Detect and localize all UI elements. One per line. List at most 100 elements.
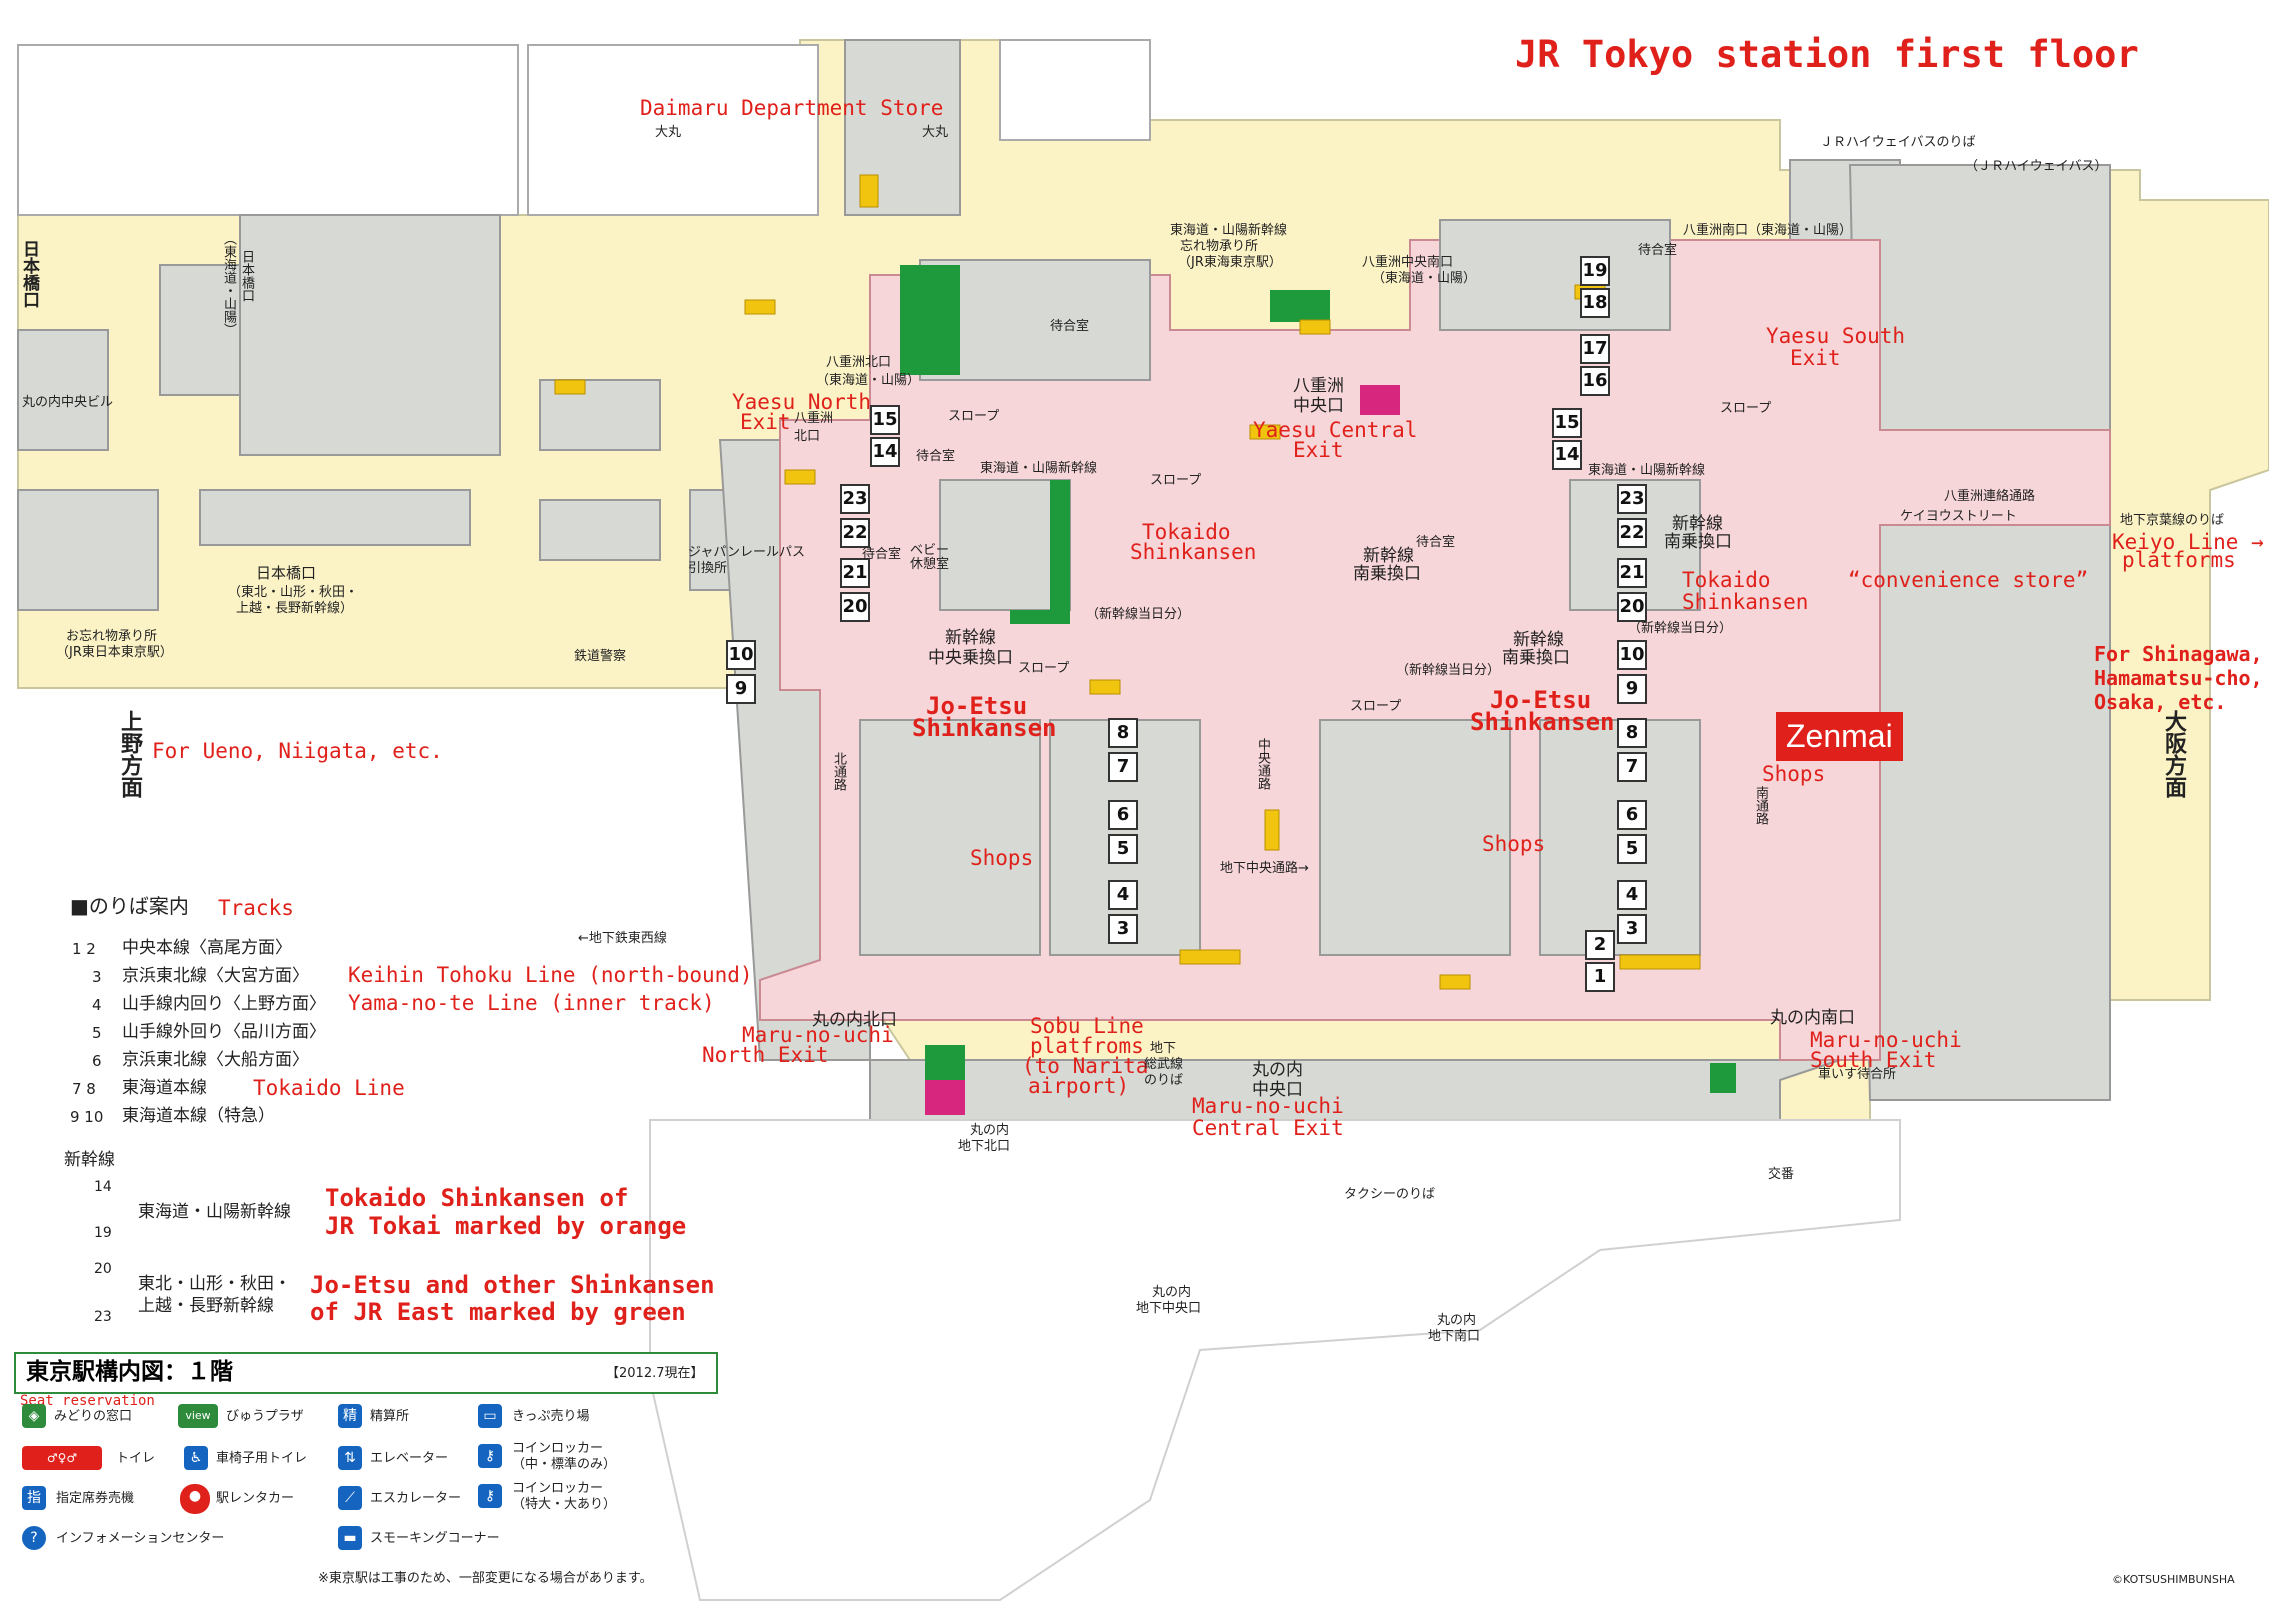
label-keiyo-line: platforms — [2122, 548, 2236, 572]
label-yaesu-north-exit: Yaesu North — [732, 390, 872, 414]
track-number: 7 — [1617, 752, 1647, 782]
jp-label: 丸の内 — [1252, 1060, 1303, 1080]
building-block — [159, 264, 246, 396]
legend-title-box: 東京駅構内図：１階 【2012.7現在】 — [14, 1352, 718, 1394]
copyright: ©KOTSUSHIMBUNSHA — [2112, 1573, 2235, 1586]
jp-label: 交番 — [1768, 1167, 1795, 1182]
joetsu-green-zone — [1270, 290, 1330, 322]
track-guide-num: 19 — [94, 1225, 112, 1241]
jp-label: 地下京葉線のりば — [2120, 513, 2225, 528]
jp-label: 地下北口 — [958, 1139, 1011, 1154]
jp-label: ジャパンレールパス — [688, 545, 806, 560]
jp-label: 東海道・山陽新幹線 — [980, 461, 1098, 476]
jp-label: ケイヨウストリート — [1900, 509, 2017, 524]
legend-label: コインロッカー — [512, 1481, 604, 1496]
label-yaesu-south-exit: Yaesu South — [1766, 324, 1906, 348]
jp-label: のりば — [1144, 1073, 1184, 1088]
jp-label: 丸の内北口 — [812, 1010, 897, 1030]
label-yaesu-north-exit: Exit — [740, 410, 791, 434]
building-block — [539, 499, 661, 561]
track-number: 15 — [870, 405, 900, 435]
jp-label: 待合室 — [916, 449, 956, 464]
label-shops: Shops — [1762, 762, 1826, 786]
track-number: 9 — [726, 674, 756, 704]
exit-green-block — [1710, 1063, 1736, 1093]
jp-label: タクシーのりば — [1344, 1187, 1436, 1202]
label-tokaido-shinkansen: Tokaido — [1682, 568, 1771, 592]
track-guide-row: 東海道本線（特急） — [122, 1106, 275, 1126]
legend-label: （中・標準のみ） — [512, 1457, 617, 1472]
jp-label: 南乗換口 — [1353, 564, 1421, 584]
jp-label: お忘れ物承り所 — [66, 629, 158, 644]
track-guide-row: 山手線外回り〈品川方面〉 — [122, 1022, 326, 1042]
jp-label: 東海道・山陽新幹線 — [1588, 463, 1706, 478]
label-tokaido-shinkansen: Shinkansen — [1682, 590, 1809, 614]
label-marunouchi-south-exit: Maru-no-uchi — [1810, 1028, 1962, 1052]
track-guide-row: 京浜東北線〈大船方面〉 — [122, 1050, 309, 1070]
label-sobu-line: airport) — [1028, 1074, 1130, 1098]
label-yaesu-south-exit: Exit — [1790, 346, 1841, 370]
station-right-block — [1848, 164, 2111, 1101]
joetsu-green-zone — [1010, 610, 1070, 624]
track-number: 22 — [840, 518, 870, 548]
legend-label: きっぷ売り場 — [512, 1409, 590, 1424]
track-number: 19 — [1580, 256, 1610, 286]
jp-label: 丸の内 — [970, 1123, 1010, 1138]
building-block — [239, 214, 501, 456]
label-tracks: Tracks — [218, 896, 294, 920]
jp-label: スロープ — [1350, 699, 1402, 714]
jp-label: 八重洲連絡通路 — [1944, 489, 2036, 504]
jp-label: 日本橋口 — [19, 240, 39, 308]
construction-note: ※東京駅は工事のため、一部変更になる場合があります。 — [318, 1571, 653, 1586]
jp-label: 八重洲中央南口 — [1362, 255, 1454, 270]
platform-island — [859, 719, 1041, 956]
jp-label: 総武線 — [1144, 1057, 1184, 1072]
jp-label: 中央口 — [1293, 396, 1344, 416]
legend-label: 指定席券売機 — [56, 1491, 135, 1506]
jp-label: 丸の内 — [1152, 1285, 1192, 1300]
jp-label: 新幹線 — [1363, 546, 1414, 566]
toilet-icon: ♂♀♂ — [22, 1446, 102, 1470]
label-for-shinagawa: For Shinagawa, — [2094, 642, 2263, 666]
label-convenience-store: “convenience store” — [1848, 568, 2089, 592]
jp-label: 日本橋口 — [239, 250, 254, 302]
label-tokaido-shinkansen: Tokaido — [1142, 520, 1231, 544]
track-guide-num: 5 — [92, 1024, 102, 1042]
jp-label: 南乗換口 — [1502, 648, 1570, 668]
jp-label: 丸の内南口 — [1770, 1008, 1855, 1028]
legend-label: みどりの窓口 — [54, 1409, 133, 1424]
track-guide-num: 23 — [94, 1309, 112, 1325]
label-yaesu-central-exit: Exit — [1293, 438, 1344, 462]
track-number: 22 — [1617, 518, 1647, 548]
track-number: 15 — [1552, 408, 1582, 438]
jp-label: 丸の内中央ビル — [22, 395, 114, 410]
track-number: 4 — [1617, 880, 1647, 910]
label-sobu-line: Sobu Line — [1030, 1014, 1144, 1038]
track-guide-row: 東海道・山陽新幹線 — [138, 1202, 291, 1222]
track-number: 18 — [1580, 288, 1610, 318]
smoking-icon: ▬ — [338, 1526, 362, 1550]
legend-date: 【2012.7現在】 — [606, 1366, 704, 1381]
exit-magenta-block — [925, 1080, 965, 1115]
track-guide-row: 京浜東北線〈大宮方面〉 — [122, 966, 309, 986]
jp-label: 南乗換口 — [1664, 532, 1732, 552]
track-number: 17 — [1580, 334, 1610, 364]
label-yamanote: Yama-no-te Line (inner track) — [348, 991, 715, 1015]
locker-large-icon: ⚷ — [478, 1484, 502, 1508]
label-joetsu-legend: of JR East marked by green — [310, 1298, 686, 1326]
ticket-machine-icon: ▭ — [478, 1404, 502, 1428]
label-keihin-tohoku: Keihin Tohoku Line (north-bound) — [348, 963, 753, 987]
platform-island — [939, 479, 1071, 611]
track-number: 10 — [726, 640, 756, 670]
label-tokaido-shinkansen-legend: Tokaido Shinkansen of — [325, 1184, 629, 1212]
label-sobu-line: (to Narita — [1022, 1054, 1149, 1078]
label-keiyo-line: Keiyo Line → — [2112, 530, 2264, 554]
track-guide-num: 14 — [94, 1179, 112, 1195]
jp-label: 北通路 — [831, 752, 846, 791]
legend-label: びゅうプラザ — [226, 1409, 304, 1424]
jp-label: 南通路 — [1753, 786, 1768, 825]
jp-label: （新幹線当日分） — [1396, 663, 1501, 678]
legend-label: スモーキングコーナー — [370, 1531, 500, 1546]
legend-label: エスカレーター — [370, 1491, 462, 1506]
jp-label: 大阪方面 — [2161, 710, 2186, 798]
